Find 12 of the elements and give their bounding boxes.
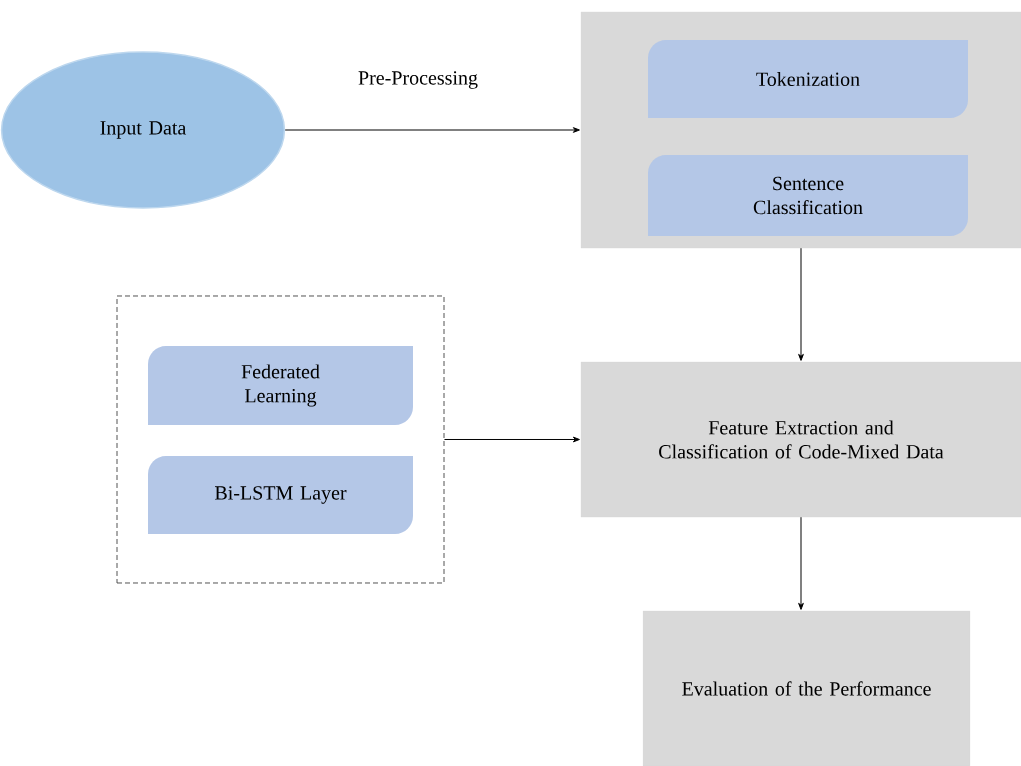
step-box: Bi-LSTM Layer (148, 456, 413, 534)
edge-label: Pre-Processing (358, 71, 478, 89)
arrow (284, 127, 580, 133)
dashed-box (116, 295, 445, 584)
arrow (798, 516, 804, 610)
step-box: Tokenization (648, 40, 968, 118)
step-box: Sentence Classification (648, 155, 968, 236)
arrow (443, 436, 580, 443)
step-box: Federated Learning (148, 346, 413, 425)
arrow (798, 247, 804, 361)
process-box: Evaluation of the Performance (642, 610, 971, 766)
process-box: Feature Extraction and Classification of Code-Mixed Data (580, 361, 1021, 518)
